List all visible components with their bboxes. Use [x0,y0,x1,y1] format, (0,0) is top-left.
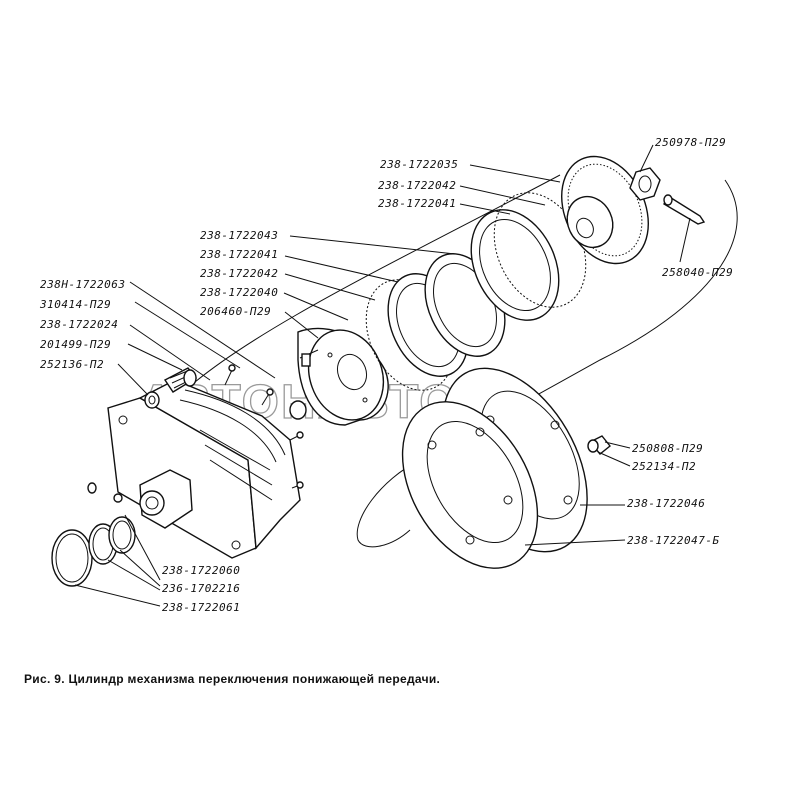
callout-label: 238-1722024 [40,318,118,331]
callout-label: 238-1722061 [162,601,240,614]
callout-label: 238-1722042 [378,179,456,192]
cover-disc [561,155,649,265]
leader-lines [74,144,691,607]
castle-nut [629,167,661,201]
ring-right [470,209,560,321]
callout-label: 238-1722040 [200,286,278,299]
callout-label: 238-1722041 [200,248,278,261]
callout-label: 258040-П29 [662,266,733,279]
cotter-pin [663,194,706,225]
washer-plate [289,400,307,420]
bolt [163,367,198,393]
callout-label: 238-1722035 [380,158,458,171]
callout-label: 201499-П29 [40,338,111,351]
figure-caption: Рис. 9. Цилиндр механизма переключения п… [24,672,441,686]
callout-label: 250808-П29 [632,442,703,455]
callout-label: 238-1722060 [162,564,240,577]
callout-label: 310414-П29 [39,298,111,311]
callout-label: 238-1722047-Б [627,534,720,547]
piston-plate [297,327,389,426]
callout-label: 238-1722046 [627,497,705,510]
seal-ring-outer [51,529,93,587]
callout-labels: 238-1722035 238-1722042 238-1722041 2509… [39,136,733,614]
envelope-outline-upper [179,174,561,396]
callout-label: 252134-П2 [632,460,696,473]
callout-label: 238-1722042 [200,267,278,280]
gasket [401,401,539,569]
callout-label: 238-1722043 [200,229,278,242]
callout-label: 250978-П29 [655,136,726,149]
cylinder-housing [107,364,304,559]
washer-small-right [587,439,599,453]
washer-small-left [144,391,160,409]
callout-label: 236-1702216 [162,582,240,595]
callout-label: 252136-П2 [40,358,104,371]
callout-label: 238-1722041 [378,197,456,210]
callout-label: 206460-П29 [200,305,271,318]
callout-label: 238Н-1722063 [40,278,125,291]
